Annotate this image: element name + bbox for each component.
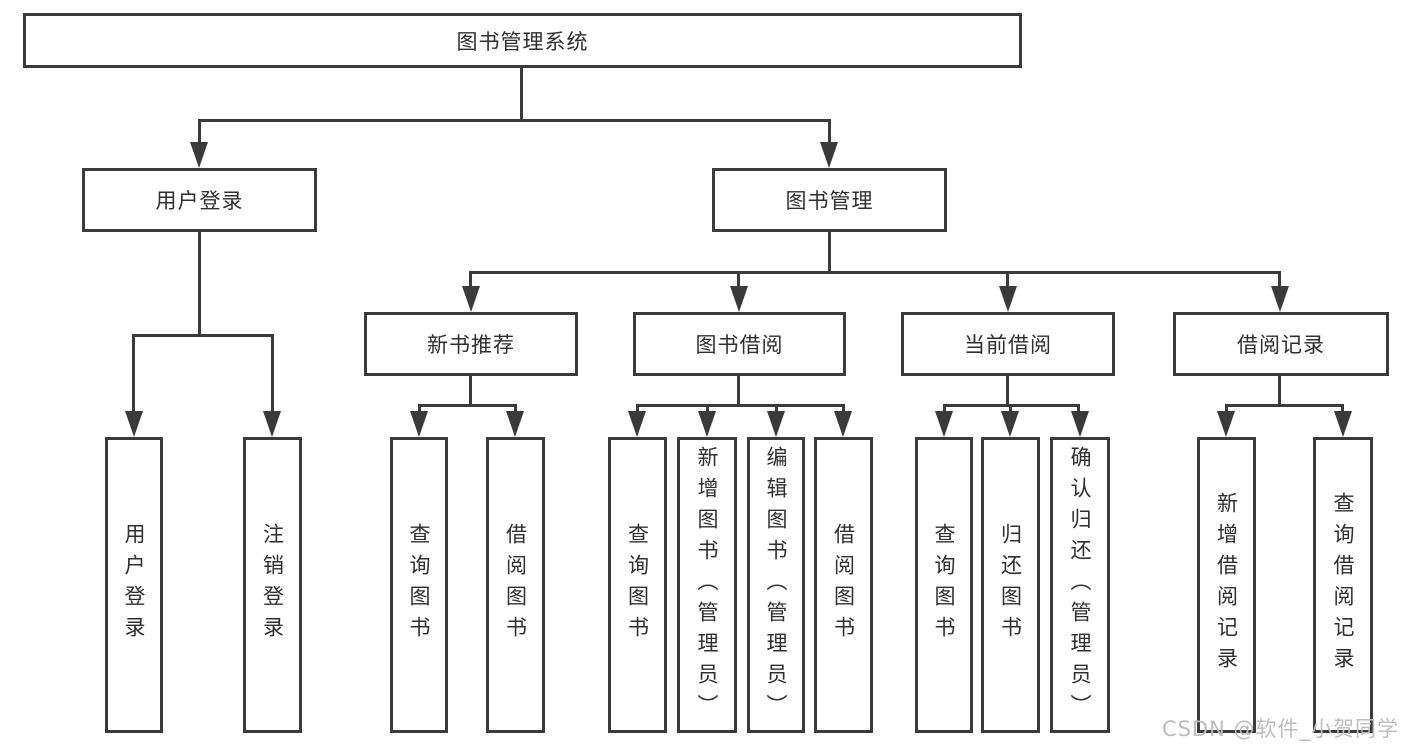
arrowhead-cb-query xyxy=(935,411,953,437)
leaf-bb-borrow: 借阅图书 xyxy=(814,437,873,733)
connector-drop-leaf-user-login xyxy=(132,334,135,414)
connector-root-stem xyxy=(520,68,523,122)
arrowhead-br-add xyxy=(1217,411,1235,437)
arrowhead-leaf-logout xyxy=(263,411,281,437)
node-book-borrow-label: 图书借阅 xyxy=(695,333,784,357)
leaf-logout: 注销登录 xyxy=(243,437,302,733)
leaf-bb-edit-label: 编辑图书（管理员） xyxy=(764,445,789,725)
connector-drop-leaf-logout xyxy=(271,334,274,414)
connector-drop-book-mgmt xyxy=(828,119,831,145)
connector-drop-br-query xyxy=(1341,404,1344,414)
connector-drop-new-book xyxy=(469,271,472,289)
arrowhead-bb-edit xyxy=(767,411,785,437)
connector-new-book-stem xyxy=(469,376,472,407)
leaf-nb-borrow: 借阅图书 xyxy=(486,437,545,733)
leaf-nb-query: 查询图书 xyxy=(390,437,448,733)
arrowhead-bb-add xyxy=(698,411,716,437)
node-root-label: 图书管理系统 xyxy=(456,29,589,54)
arrowhead-bb-query xyxy=(628,411,646,437)
connector-new-book-branch xyxy=(418,404,516,407)
arrowhead-cb-return xyxy=(1001,411,1019,437)
connector-level2-branch xyxy=(198,119,831,122)
node-book-borrow: 图书借阅 xyxy=(633,312,846,376)
arrowhead-book-borrow xyxy=(730,286,748,312)
node-root: 图书管理系统 xyxy=(23,13,1022,68)
connector-drop-br-add xyxy=(1225,404,1228,414)
leaf-cb-confirm-label: 确认归还（管理员） xyxy=(1068,445,1093,725)
arrowhead-leaf-user-login xyxy=(125,411,143,437)
connector-drop-cb-confirm xyxy=(1077,404,1080,414)
leaf-user-login: 用户登录 xyxy=(105,437,163,733)
connector-drop-nb-borrow xyxy=(514,404,517,414)
node-borrow-record-label: 借阅记录 xyxy=(1237,333,1325,357)
leaf-bb-query: 查询图书 xyxy=(608,437,667,733)
connector-drop-borrow-record xyxy=(1278,271,1281,289)
leaf-br-add-label: 新增借阅记录 xyxy=(1214,492,1239,678)
connector-book-borrow-branch xyxy=(636,404,844,407)
arrowhead-bb-borrow xyxy=(834,411,852,437)
leaf-cb-return: 归还图书 xyxy=(981,437,1040,733)
node-user-login: 用户登录 xyxy=(82,168,317,232)
connector-user-login-branch xyxy=(132,334,274,337)
connector-drop-current-borrow xyxy=(1006,271,1009,289)
leaf-br-query-label: 查询借阅记录 xyxy=(1331,492,1356,678)
leaf-cb-query: 查询图书 xyxy=(915,437,973,733)
connector-drop-book-borrow xyxy=(737,271,740,289)
connector-drop-user-login xyxy=(198,119,201,145)
connector-drop-bb-borrow xyxy=(842,404,845,414)
node-user-login-label: 用户登录 xyxy=(155,189,244,213)
connector-borrow-record-stem xyxy=(1278,376,1281,407)
leaf-cb-confirm: 确认归还（管理员） xyxy=(1050,437,1110,733)
arrowhead-book-mgmt xyxy=(820,142,838,168)
connector-current-borrow-stem xyxy=(1006,376,1009,407)
leaf-bb-query-label: 查询图书 xyxy=(625,523,650,647)
arrowhead-nb-query xyxy=(410,411,428,437)
csdn-watermark: CSDN @软件_小贺同学 xyxy=(1161,717,1399,741)
arrowhead-br-query xyxy=(1334,411,1352,437)
leaf-bb-borrow-label: 借阅图书 xyxy=(831,523,856,647)
connector-drop-bb-query xyxy=(636,404,639,414)
leaf-nb-query-label: 查询图书 xyxy=(407,523,432,647)
node-current-borrow: 当前借阅 xyxy=(901,312,1115,376)
connector-drop-cb-return xyxy=(1009,404,1012,414)
connector-drop-cb-query xyxy=(943,404,946,414)
node-borrow-record: 借阅记录 xyxy=(1173,312,1389,376)
connector-borrow-record-branch xyxy=(1225,404,1343,407)
leaf-br-query: 查询借阅记录 xyxy=(1313,437,1373,733)
leaf-logout-label: 注销登录 xyxy=(260,523,285,647)
leaf-cb-query-label: 查询图书 xyxy=(932,523,957,647)
arrowhead-user-login xyxy=(190,142,208,168)
connector-drop-bb-add xyxy=(706,404,709,414)
leaf-user-login-label: 用户登录 xyxy=(122,523,147,647)
leaf-nb-borrow-label: 借阅图书 xyxy=(503,523,528,647)
connector-drop-bb-edit xyxy=(775,404,778,414)
leaf-bb-add-label: 新增图书（管理员） xyxy=(695,445,720,725)
node-book-mgmt: 图书管理 xyxy=(712,168,947,232)
arrowhead-cb-confirm xyxy=(1071,411,1089,437)
arrowhead-current-borrow xyxy=(999,286,1017,312)
arrowhead-nb-borrow xyxy=(506,411,524,437)
connector-level3-branch xyxy=(469,271,1281,274)
node-current-borrow-label: 当前借阅 xyxy=(964,333,1052,357)
leaf-bb-edit: 编辑图书（管理员） xyxy=(747,437,805,733)
node-book-mgmt-label: 图书管理 xyxy=(785,189,874,213)
connector-user-login-stem xyxy=(198,232,201,336)
leaf-br-add: 新增借阅记录 xyxy=(1197,437,1256,733)
arrowhead-new-book xyxy=(462,286,480,312)
arrowhead-borrow-record xyxy=(1271,286,1289,312)
node-new-book: 新书推荐 xyxy=(364,312,578,376)
connector-drop-nb-query xyxy=(418,404,421,414)
connector-book-mgmt-stem xyxy=(828,232,831,274)
leaf-bb-add: 新增图书（管理员） xyxy=(677,437,737,733)
node-new-book-label: 新书推荐 xyxy=(427,333,515,357)
leaf-cb-return-label: 归还图书 xyxy=(998,523,1023,647)
connector-book-borrow-stem xyxy=(737,376,740,407)
